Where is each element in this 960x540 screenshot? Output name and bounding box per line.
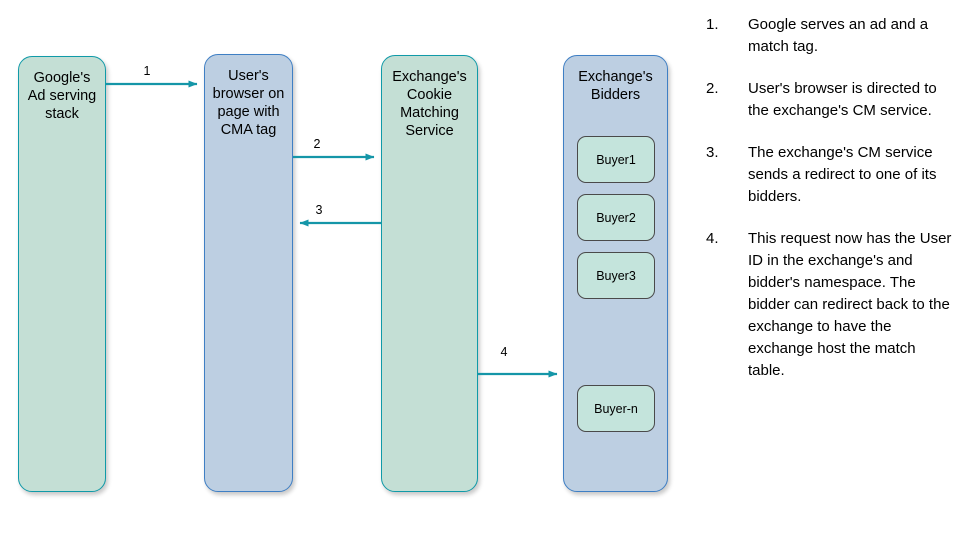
step-number: 1. [706, 16, 719, 33]
step-number: 3. [706, 144, 719, 161]
step-text: User's browser is directed to the exchan… [748, 80, 937, 119]
step-number: 4. [706, 230, 719, 247]
node-browser-label: User's browser on page with CMA tag [212, 68, 285, 138]
arrow-label-2: 2 [313, 137, 321, 151]
list-item: 2. User's browser is directed to the exc… [706, 78, 954, 122]
node-google-ad-serving-stack[interactable]: Google's Ad serving stack [18, 56, 106, 492]
list-item: 3. The exchange's CM service sends a red… [706, 142, 954, 208]
arrow-label-3: 3 [315, 203, 323, 217]
arrow-label-1: 1 [143, 64, 151, 78]
node-user-browser[interactable]: User's browser on page with CMA tag [204, 54, 293, 492]
node-bidders-label: Exchange's Bidders [578, 69, 653, 103]
list-item: 1. Google serves an ad and a match tag. [706, 14, 954, 58]
arrow-label-4: 4 [500, 345, 508, 359]
buyer-box[interactable]: Buyer3 [577, 252, 655, 299]
buyer-box[interactable]: Buyer1 [577, 136, 655, 183]
node-exchange-cookie-matching-service[interactable]: Exchange's Cookie Matching Service [381, 55, 478, 492]
step-number: 2. [706, 80, 719, 97]
step-text: Google serves an ad and a match tag. [748, 16, 929, 55]
step-text: The exchange's CM service sends a redire… [748, 144, 937, 205]
buyer-box[interactable]: Buyer2 [577, 194, 655, 241]
step-text: This request now has the User ID in the … [748, 230, 952, 379]
list-item: 4. This request now has the User ID in t… [706, 228, 954, 382]
steps-list: 1. Google serves an ad and a match tag. … [706, 14, 954, 402]
node-google-label: Google's Ad serving stack [27, 70, 97, 122]
node-cms-label: Exchange's Cookie Matching Service [392, 69, 467, 139]
buyer-box[interactable]: Buyer-n [577, 385, 655, 432]
